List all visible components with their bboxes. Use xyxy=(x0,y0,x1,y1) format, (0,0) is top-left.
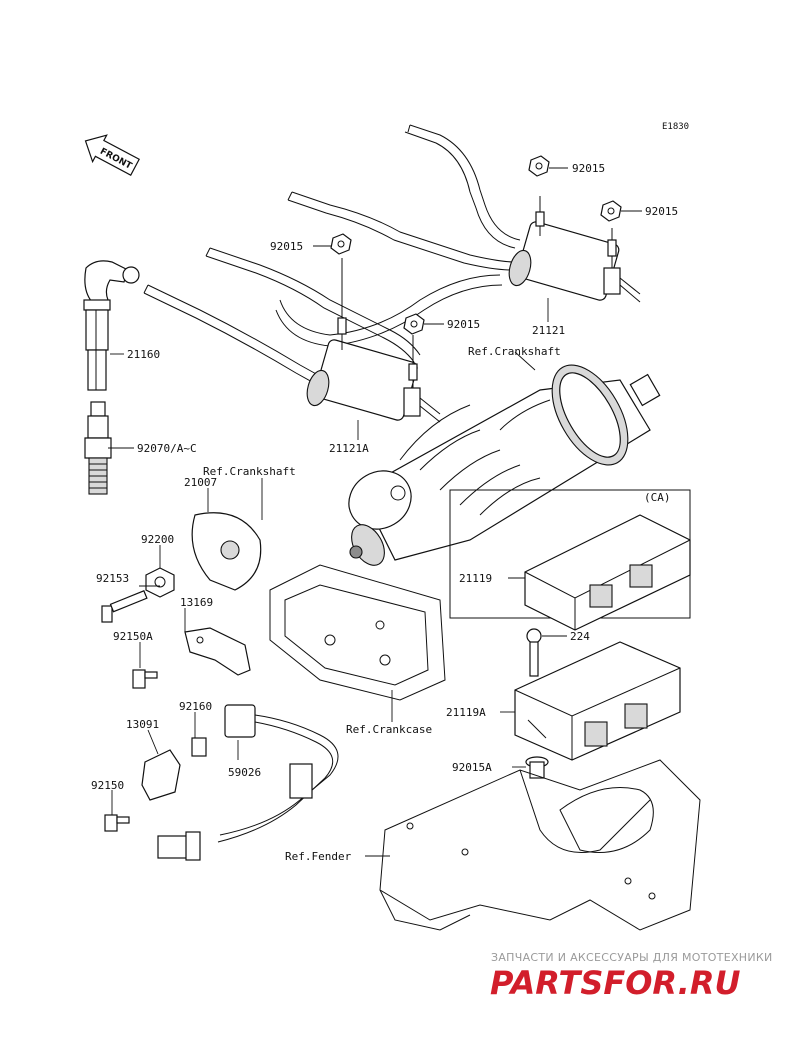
callout-13169: 13169 xyxy=(180,596,213,609)
callout-92200: 92200 xyxy=(141,533,174,546)
callout-92015-d: 92015 xyxy=(447,318,480,331)
ca-label: (CA) xyxy=(644,491,671,504)
callout-92015-c: 92015 xyxy=(270,240,303,253)
bracket-13091 xyxy=(141,749,181,801)
ca-region-box xyxy=(449,489,691,619)
callout-59026: 59026 xyxy=(228,766,261,779)
ref-crankcase: Ref.Crankcase xyxy=(346,723,432,736)
watermark-brand: PARTSFOR.RU xyxy=(490,964,740,1002)
crankshaft xyxy=(348,364,661,566)
crankcase-reference xyxy=(269,564,446,701)
ignition-coil-21121 xyxy=(508,196,641,303)
ecu-21119 xyxy=(524,514,691,631)
ref-crankshaft-mid: Ref.Crankshaft xyxy=(203,465,296,478)
bolt-224 xyxy=(526,628,542,677)
nut-92015-a xyxy=(528,155,550,177)
spark-plug-92070 xyxy=(84,401,112,495)
nut-92200 xyxy=(145,567,175,598)
callout-92015-b: 92015 xyxy=(645,205,678,218)
watermark-tagline: ЗАПЧАСТИ И АКСЕССУАРЫ ДЛЯ МОТОТЕХНИКИ xyxy=(491,951,773,964)
diagram-code: E1830 xyxy=(662,122,689,132)
collar-92015a xyxy=(525,756,549,779)
bracket-13169 xyxy=(184,627,251,676)
callout-21007: 21007 xyxy=(184,476,217,489)
pickup-coil-59026 xyxy=(157,704,339,861)
rotor-21007 xyxy=(191,512,262,591)
callout-92160: 92160 xyxy=(179,700,212,713)
callout-224: 224 xyxy=(570,630,590,643)
fender-reference xyxy=(379,759,701,931)
ecu-21119a xyxy=(514,641,681,761)
callout-92150a: 92150A xyxy=(113,630,153,643)
spark-plug-cap-21160 xyxy=(83,260,140,391)
callout-21121: 21121 xyxy=(532,324,565,337)
bolt-92150 xyxy=(104,814,130,832)
ignition-cable-harness xyxy=(143,124,521,384)
callout-21119a: 21119A xyxy=(446,706,486,719)
leader-lines xyxy=(108,167,642,857)
nut-92015-c xyxy=(330,233,352,255)
callout-92153: 92153 xyxy=(96,572,129,585)
callout-21119: 21119 xyxy=(459,572,492,585)
ignition-coil-21121a xyxy=(306,258,441,423)
bolt-92150a xyxy=(132,669,158,689)
callout-92015a: 92015A xyxy=(452,761,492,774)
partsfor-watermark: ЗАПЧАСТИ И АКСЕССУАРЫ ДЛЯ МОТОТЕХНИКИ PA… xyxy=(490,951,773,1002)
nut-92015-b xyxy=(600,200,622,222)
washer-92160 xyxy=(191,737,207,757)
bolt-92153 xyxy=(101,590,148,623)
callout-21121a: 21121A xyxy=(329,442,369,455)
ref-crankshaft-top: Ref.Crankshaft xyxy=(468,345,561,358)
front-arrow-icon: FRONT xyxy=(84,134,140,176)
callout-13091: 13091 xyxy=(126,718,159,731)
callout-92070: 92070/A~C xyxy=(137,442,197,455)
callout-21160: 21160 xyxy=(127,348,160,361)
callout-92150: 92150 xyxy=(91,779,124,792)
callout-92015-a: 92015 xyxy=(572,162,605,175)
nut-92015-d xyxy=(403,313,425,335)
ref-fender: Ref.Fender xyxy=(285,850,352,863)
